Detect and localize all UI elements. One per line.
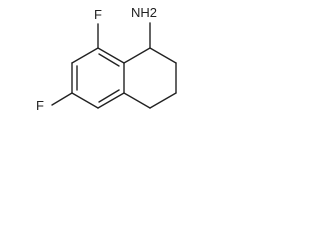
double-bond-c8a-c8 <box>98 53 120 67</box>
chemical-structure: NH2 F F <box>36 5 177 113</box>
amine-label: NH2 <box>131 5 157 20</box>
bond-c5-c4a <box>97 92 125 109</box>
aromatic-ring <box>71 47 125 109</box>
bond-c4-c4a <box>123 92 151 109</box>
bond-c3-c4 <box>149 92 177 109</box>
fluorine-left-label: F <box>36 98 44 113</box>
fluorine-top-label: F <box>94 7 102 22</box>
bond-c8-c7 <box>71 47 99 64</box>
bond-c1-c2 <box>149 47 177 64</box>
bond-c8a-c1 <box>123 47 151 64</box>
bond-c8a-c8 <box>97 47 125 64</box>
bond-c6-c5 <box>71 92 99 109</box>
bond-c6-f <box>51 92 73 106</box>
saturated-ring <box>123 47 177 109</box>
double-bond-c5-c4a <box>98 89 120 103</box>
